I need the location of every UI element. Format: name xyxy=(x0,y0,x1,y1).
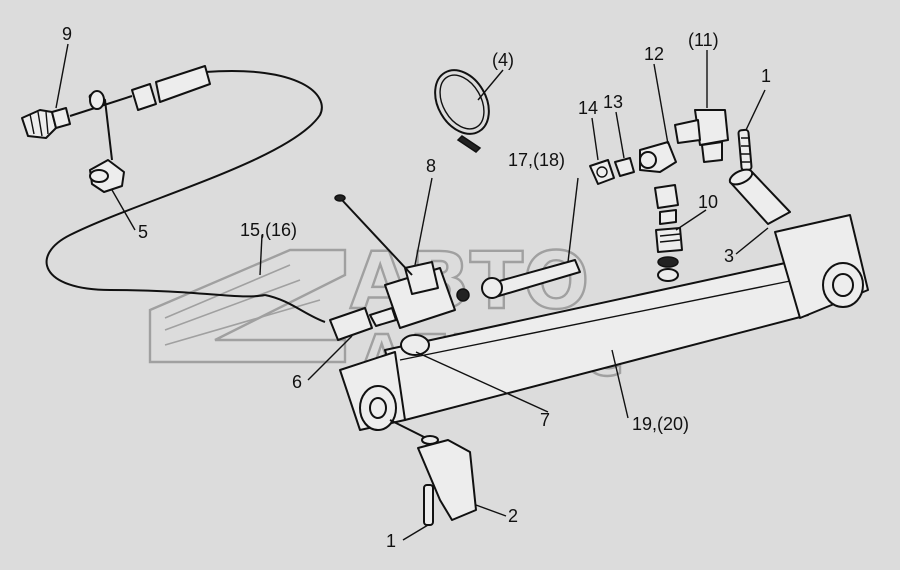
callout-3: 3 xyxy=(724,246,734,266)
callout-labels: 9 (4) (11) 12 1 13 14 8 17,(18) 5 15,(16… xyxy=(62,24,771,551)
callout-1-bottom: 1 xyxy=(386,531,396,551)
nut-part-13 xyxy=(614,157,635,177)
callout-12: 12 xyxy=(644,44,664,64)
callout-11: (11) xyxy=(688,30,719,50)
hydraulic-cylinder-part-19 xyxy=(339,214,869,431)
watermark-emblem xyxy=(148,248,347,364)
pin-part-1-bottom xyxy=(423,484,434,526)
valve-block-part-8 xyxy=(334,194,456,329)
fitting-part-10 xyxy=(654,184,683,282)
callout-15-16: 15,(16) xyxy=(240,220,297,240)
callout-8: 8 xyxy=(426,156,436,176)
callout-10: 10 xyxy=(698,192,718,212)
callout-7: 7 xyxy=(540,410,550,430)
tee-fitting-part-11 xyxy=(674,109,729,163)
callout-2: 2 xyxy=(508,506,518,526)
sleeve-part-3 xyxy=(728,168,791,225)
callout-1-top: 1 xyxy=(761,66,771,86)
clamp-part-4 xyxy=(434,69,490,153)
hose-fitting-top xyxy=(131,65,211,111)
callout-4: (4) xyxy=(492,50,514,70)
coupler-part-9 xyxy=(21,95,133,139)
cap-part-7 xyxy=(400,334,430,356)
callout-9: 9 xyxy=(62,24,72,44)
callout-6: 6 xyxy=(292,372,302,392)
hose-line xyxy=(45,70,326,323)
pin-part-1-top xyxy=(737,128,753,172)
callout-14: 14 xyxy=(578,98,598,118)
elbow-part-12 xyxy=(639,141,677,173)
callout-13: 13 xyxy=(603,92,623,112)
dust-cap-part-5 xyxy=(88,90,125,193)
callout-19-20: 19,(20) xyxy=(632,414,689,434)
leader-lines xyxy=(55,43,769,541)
fitting-part-6 xyxy=(329,307,397,341)
nut-part-14 xyxy=(589,159,615,185)
bracket-part-2 xyxy=(389,419,477,521)
callout-17-18: 17,(18) xyxy=(508,150,565,170)
callout-5: 5 xyxy=(138,222,148,242)
tube-part-17 xyxy=(456,259,581,302)
